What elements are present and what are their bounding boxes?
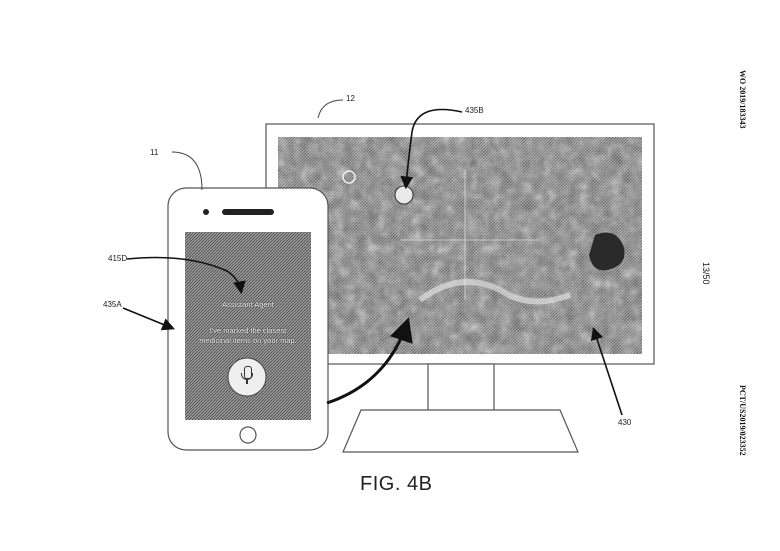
ref-map: 430 xyxy=(618,418,632,427)
assistant-title: Assistant Agent xyxy=(222,300,274,309)
smartphone xyxy=(167,187,329,451)
map-compass-icon xyxy=(342,170,356,184)
arrow-435A xyxy=(122,307,175,331)
ref-map-marker: 435B xyxy=(465,106,484,115)
ref-phone-screen: 435A xyxy=(103,300,122,309)
assistant-message-line1: I've marked the closest xyxy=(209,326,287,335)
arrow-430 xyxy=(590,326,623,416)
application-number: PCT/US2019/023352 xyxy=(738,385,747,456)
ref-phone: 11 xyxy=(150,148,159,157)
phone-speaker xyxy=(222,209,274,215)
computer-monitor xyxy=(265,123,655,453)
ref-computer: 12 xyxy=(346,94,355,103)
map-road xyxy=(418,279,572,305)
monitor-base xyxy=(342,409,579,453)
arrow-435B xyxy=(400,108,463,190)
lead-line-12 xyxy=(317,99,344,119)
map-dark-blob xyxy=(589,232,625,271)
microphone-icon[interactable] xyxy=(241,366,253,386)
arrow-phone-to-monitor xyxy=(326,317,413,405)
map-marker-icon xyxy=(394,185,414,205)
sheet-number: 13/50 xyxy=(701,262,711,285)
phone-camera-icon xyxy=(203,209,209,215)
publication-number: WO 2019/183343 xyxy=(738,70,747,129)
ref-assistant-text: 415D xyxy=(108,254,128,263)
assistant-message-line2: medicinal items on your map. xyxy=(199,336,297,345)
lead-line-11 xyxy=(171,151,203,191)
figure-caption: FIG. 4B xyxy=(360,473,433,495)
home-button xyxy=(239,426,257,444)
arrow-415D xyxy=(126,256,246,295)
